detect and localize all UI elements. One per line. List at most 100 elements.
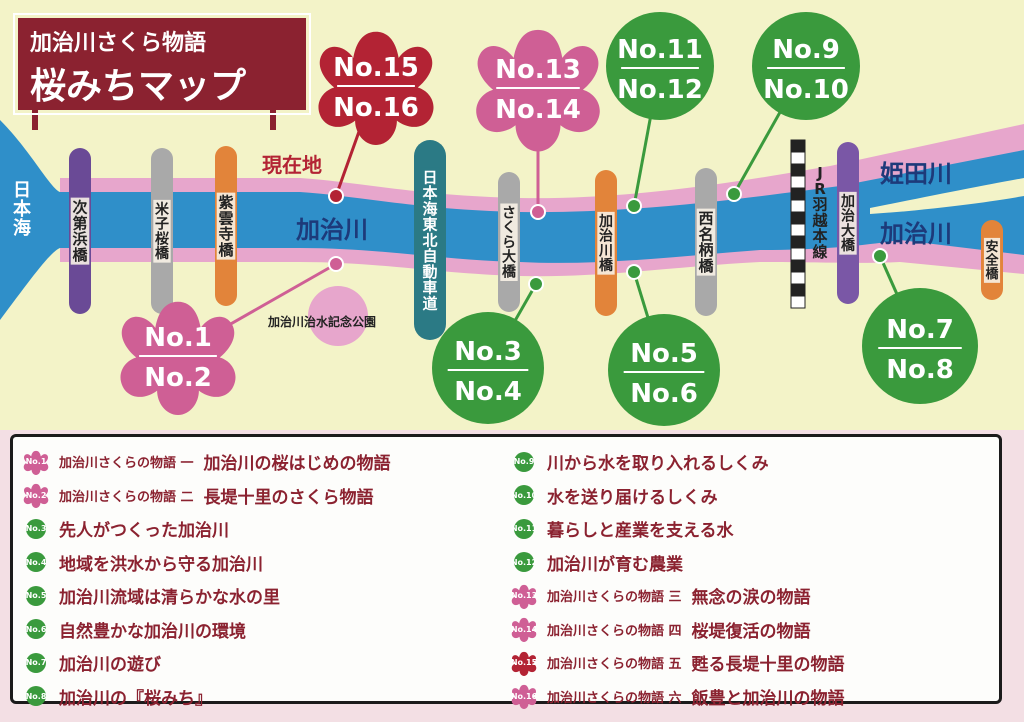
legend-badge-number: No.2 — [25, 490, 47, 500]
legend-text: 加治川流域は清らかな水の里 — [59, 588, 280, 609]
bridge-label: 日本海東北自動車道 — [422, 168, 437, 312]
sea-label: 日本海 — [13, 180, 31, 239]
legend-text: 飯豊と加治川の物語 — [691, 688, 845, 709]
sakura-badge-icon: No.16 — [510, 683, 538, 710]
legend-text: 先人がつくった加治川 — [59, 521, 229, 542]
circle-badge-icon: No.9 — [511, 449, 537, 475]
bridge-label: 紫雲寺橋 — [218, 194, 234, 259]
bridge-label: 加治川橋 — [598, 214, 614, 274]
legend-text: 暮らしと産業を支える水 — [547, 521, 734, 542]
park-marker — [308, 286, 368, 346]
legend-text: 桜堤復活の物語 — [691, 621, 811, 642]
legend-prefix: 加治川さくらの物語 三 — [547, 590, 682, 606]
legend-text: 川から水を取り入れるしくみ — [547, 454, 769, 475]
legend-item: No.4 地域を洪水から守る加治川 — [23, 546, 391, 580]
current-location-label: 現在地 — [262, 153, 322, 177]
bridge-label: 米子桜橋 — [155, 201, 170, 262]
circle-badge-icon: No.5 — [23, 583, 49, 609]
circle-badge-icon: No.11 — [511, 516, 537, 542]
bridge-10: 安全橋 — [981, 220, 1003, 300]
title-line2: 桜みちマップ — [30, 66, 246, 107]
legend-prefix: 加治川さくらの物語 一 — [59, 456, 194, 472]
marker-top-label: No.5 — [630, 339, 698, 369]
legend-item: No.14 加治川さくらの物語 四桜堤復活の物語 — [511, 613, 845, 647]
legend-badge-number: No.13 — [510, 591, 538, 601]
legend-badge-number: No.11 — [510, 524, 538, 534]
marker-top-label: No.9 — [772, 35, 840, 65]
marker-top-label: No.13 — [495, 55, 581, 85]
bridge-1: 次第浜橋 — [69, 148, 91, 314]
bridge-9: 加治大橋 — [837, 142, 859, 304]
legend-badge-number: No.4 — [25, 557, 47, 567]
river-right-upper-label: 姫田川 — [880, 160, 952, 188]
legend-text: 加治川の遊び — [59, 655, 161, 676]
title-box: 加治川さくら物語 桜みちマップ — [13, 13, 311, 130]
park-label: 加治川治水記念公園 — [267, 314, 376, 329]
legend-text: 加治川が育む農業 — [547, 554, 683, 575]
circle-badge-icon: No.3 — [23, 516, 49, 542]
marker-no9-no10: No.9No.10 — [726, 12, 860, 202]
bridge-label: 加治大橋 — [840, 194, 856, 254]
legend-prefix: 加治川さくらの物語 四 — [547, 623, 682, 639]
river-main-label: 加治川 — [296, 216, 368, 244]
legend-right-column: No.9 川から水を取り入れるしくみ No.10 水を送り届けるしくみ No.11 暮らし… — [511, 445, 845, 713]
bridge-label: 安全橋 — [984, 239, 999, 282]
marker-top-label: No.1 — [144, 323, 212, 353]
bridge-label: 西名柄橋 — [698, 210, 714, 275]
legend-text: 加治川の『桜みち』 — [59, 688, 212, 709]
legend-item: No.12 加治川が育む農業 — [511, 546, 845, 580]
bridge-2: 米子桜橋 — [151, 148, 173, 314]
legend-text: 地域を洪水から守る加治川 — [59, 554, 263, 575]
sakura-badge-icon: No.2 — [23, 482, 49, 509]
sakura-badge-icon: No.15 — [511, 650, 537, 676]
legend-item: No.9 川から水を取り入れるしくみ — [511, 445, 845, 479]
legend-text: 加治川の桜はじめの物語 — [203, 454, 391, 475]
sakura-badge-icon: No.1 — [23, 449, 49, 475]
legend-prefix: 加治川さくらの物語 五 — [547, 657, 682, 673]
marker-top-label: No.15 — [333, 53, 419, 83]
markers: No.15No.16No.13No.14No.11No.12No.9No.10N… — [120, 12, 978, 426]
circle-badge-icon: No.10 — [511, 482, 537, 508]
bridge-label: 次第浜橋 — [72, 199, 88, 264]
marker-no1-no2: No.1No.2 — [120, 256, 344, 415]
river-fork — [870, 178, 1024, 214]
legend-badge-number: No.16 — [510, 691, 538, 701]
legend-item: No.5 加治川流域は清らかな水の里 — [23, 579, 391, 613]
bridge-6: 加治川橋 — [595, 170, 617, 316]
legend-badge-number: No.3 — [25, 524, 47, 534]
marker-top-label: No.11 — [617, 35, 703, 65]
legend-badge-number: No.14 — [510, 624, 538, 634]
legend-badge-number: No.7 — [25, 658, 47, 668]
circle-badge-icon: No.7 — [23, 650, 49, 676]
legend-text: 水を送り届けるしくみ — [547, 487, 718, 508]
legend-text: 自然豊かな加治川の環境 — [59, 621, 246, 642]
marker-no5-no6: No.5No.6 — [608, 264, 720, 426]
bridge-7: 西名柄橋 — [695, 168, 717, 316]
sakura-badge-icon: No.13 — [511, 583, 537, 609]
legend-item: No.11 暮らしと産業を支える水 — [511, 512, 845, 546]
legend-item: No.7 加治川の遊び — [23, 646, 391, 680]
bridge-4: 日本海東北自動車道 — [414, 140, 446, 340]
marker-bottom-label: No.8 — [886, 355, 954, 385]
bridge-5: さくら大橋 — [498, 172, 520, 312]
legend-badge-number: No.15 — [510, 658, 538, 668]
title-line1: 加治川さくら物語 — [29, 30, 206, 56]
legend-badge-number: No.5 — [25, 591, 47, 601]
bridge-label: さくら大橋 — [502, 206, 517, 281]
legend-badge-number: No.12 — [510, 557, 538, 567]
legend-badge-number: No.10 — [510, 490, 538, 500]
